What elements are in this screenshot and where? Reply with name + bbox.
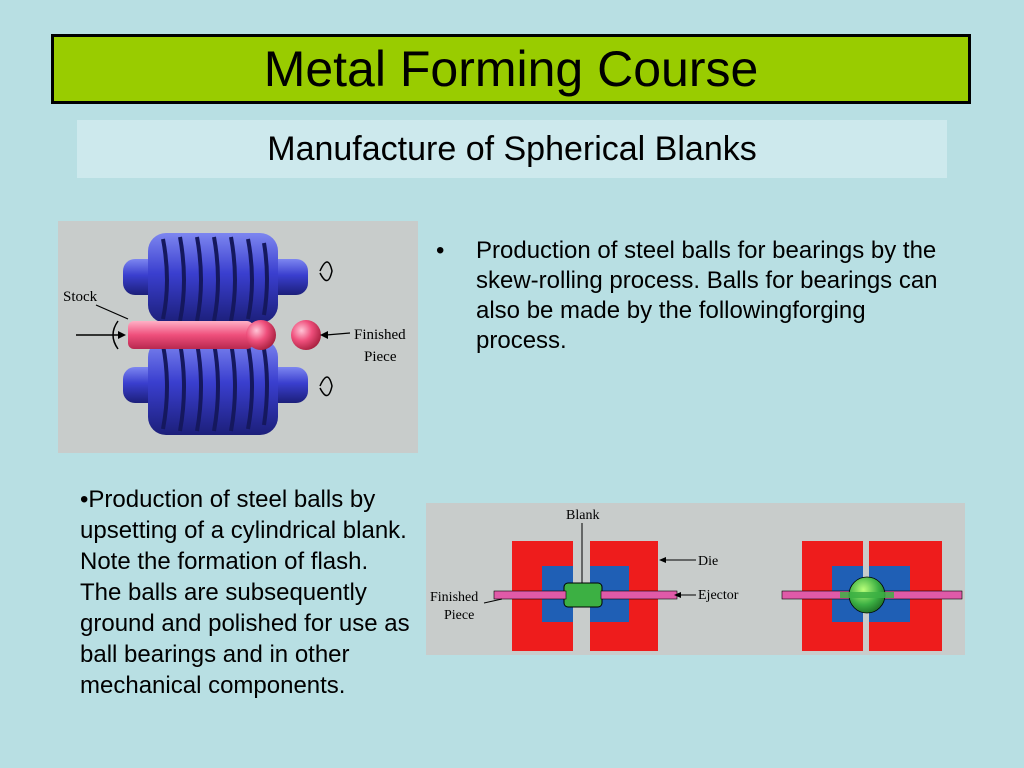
skew-rolling-diagram: Stock Finished Piece [63,233,406,435]
finished-ball [291,320,321,350]
skew-rolling-figure: Stock Finished Piece [58,221,418,453]
blank-label: Blank [566,508,599,523]
die-set-open [493,541,678,651]
forging-figure: Blank Die Ejector Finished Piece [426,503,965,655]
rolled-ball [246,320,276,350]
cylindrical-blank [563,582,603,608]
title-banner: Metal Forming Course [51,34,971,104]
die-label: Die [698,554,718,569]
bullet-upsetting: •Production of steel balls by upsetting … [80,486,410,699]
forging-diagram: Blank Die Ejector Finished Piece [430,508,963,651]
ejector-label: Ejector [698,588,739,603]
slide-subtitle: Manufacture of Spherical Blanks [267,129,757,168]
top-roller [123,233,308,323]
bottom-roller [123,339,308,435]
subtitle-banner: Manufacture of Spherical Blanks [77,120,947,178]
bullet-marker: • [436,237,445,264]
flash [840,592,894,598]
bullet-skew-rolling: • Production of steel balls for bearings… [436,236,956,356]
die-set-closed [781,541,963,651]
finished-label-line1: Finished [430,590,478,605]
slide-title: Metal Forming Course [263,41,759,97]
finished-label-line1: Finished [354,327,406,343]
stock-label: Stock [63,289,98,305]
finished-label-line2: Piece [364,349,397,365]
ejector-left [493,590,567,600]
stock-bar [128,321,253,349]
ejector-right [600,590,678,600]
bullet-text-skew-rolling: Production of steel balls for bearings b… [476,237,938,354]
finished-label-line2: Piece [444,608,474,623]
